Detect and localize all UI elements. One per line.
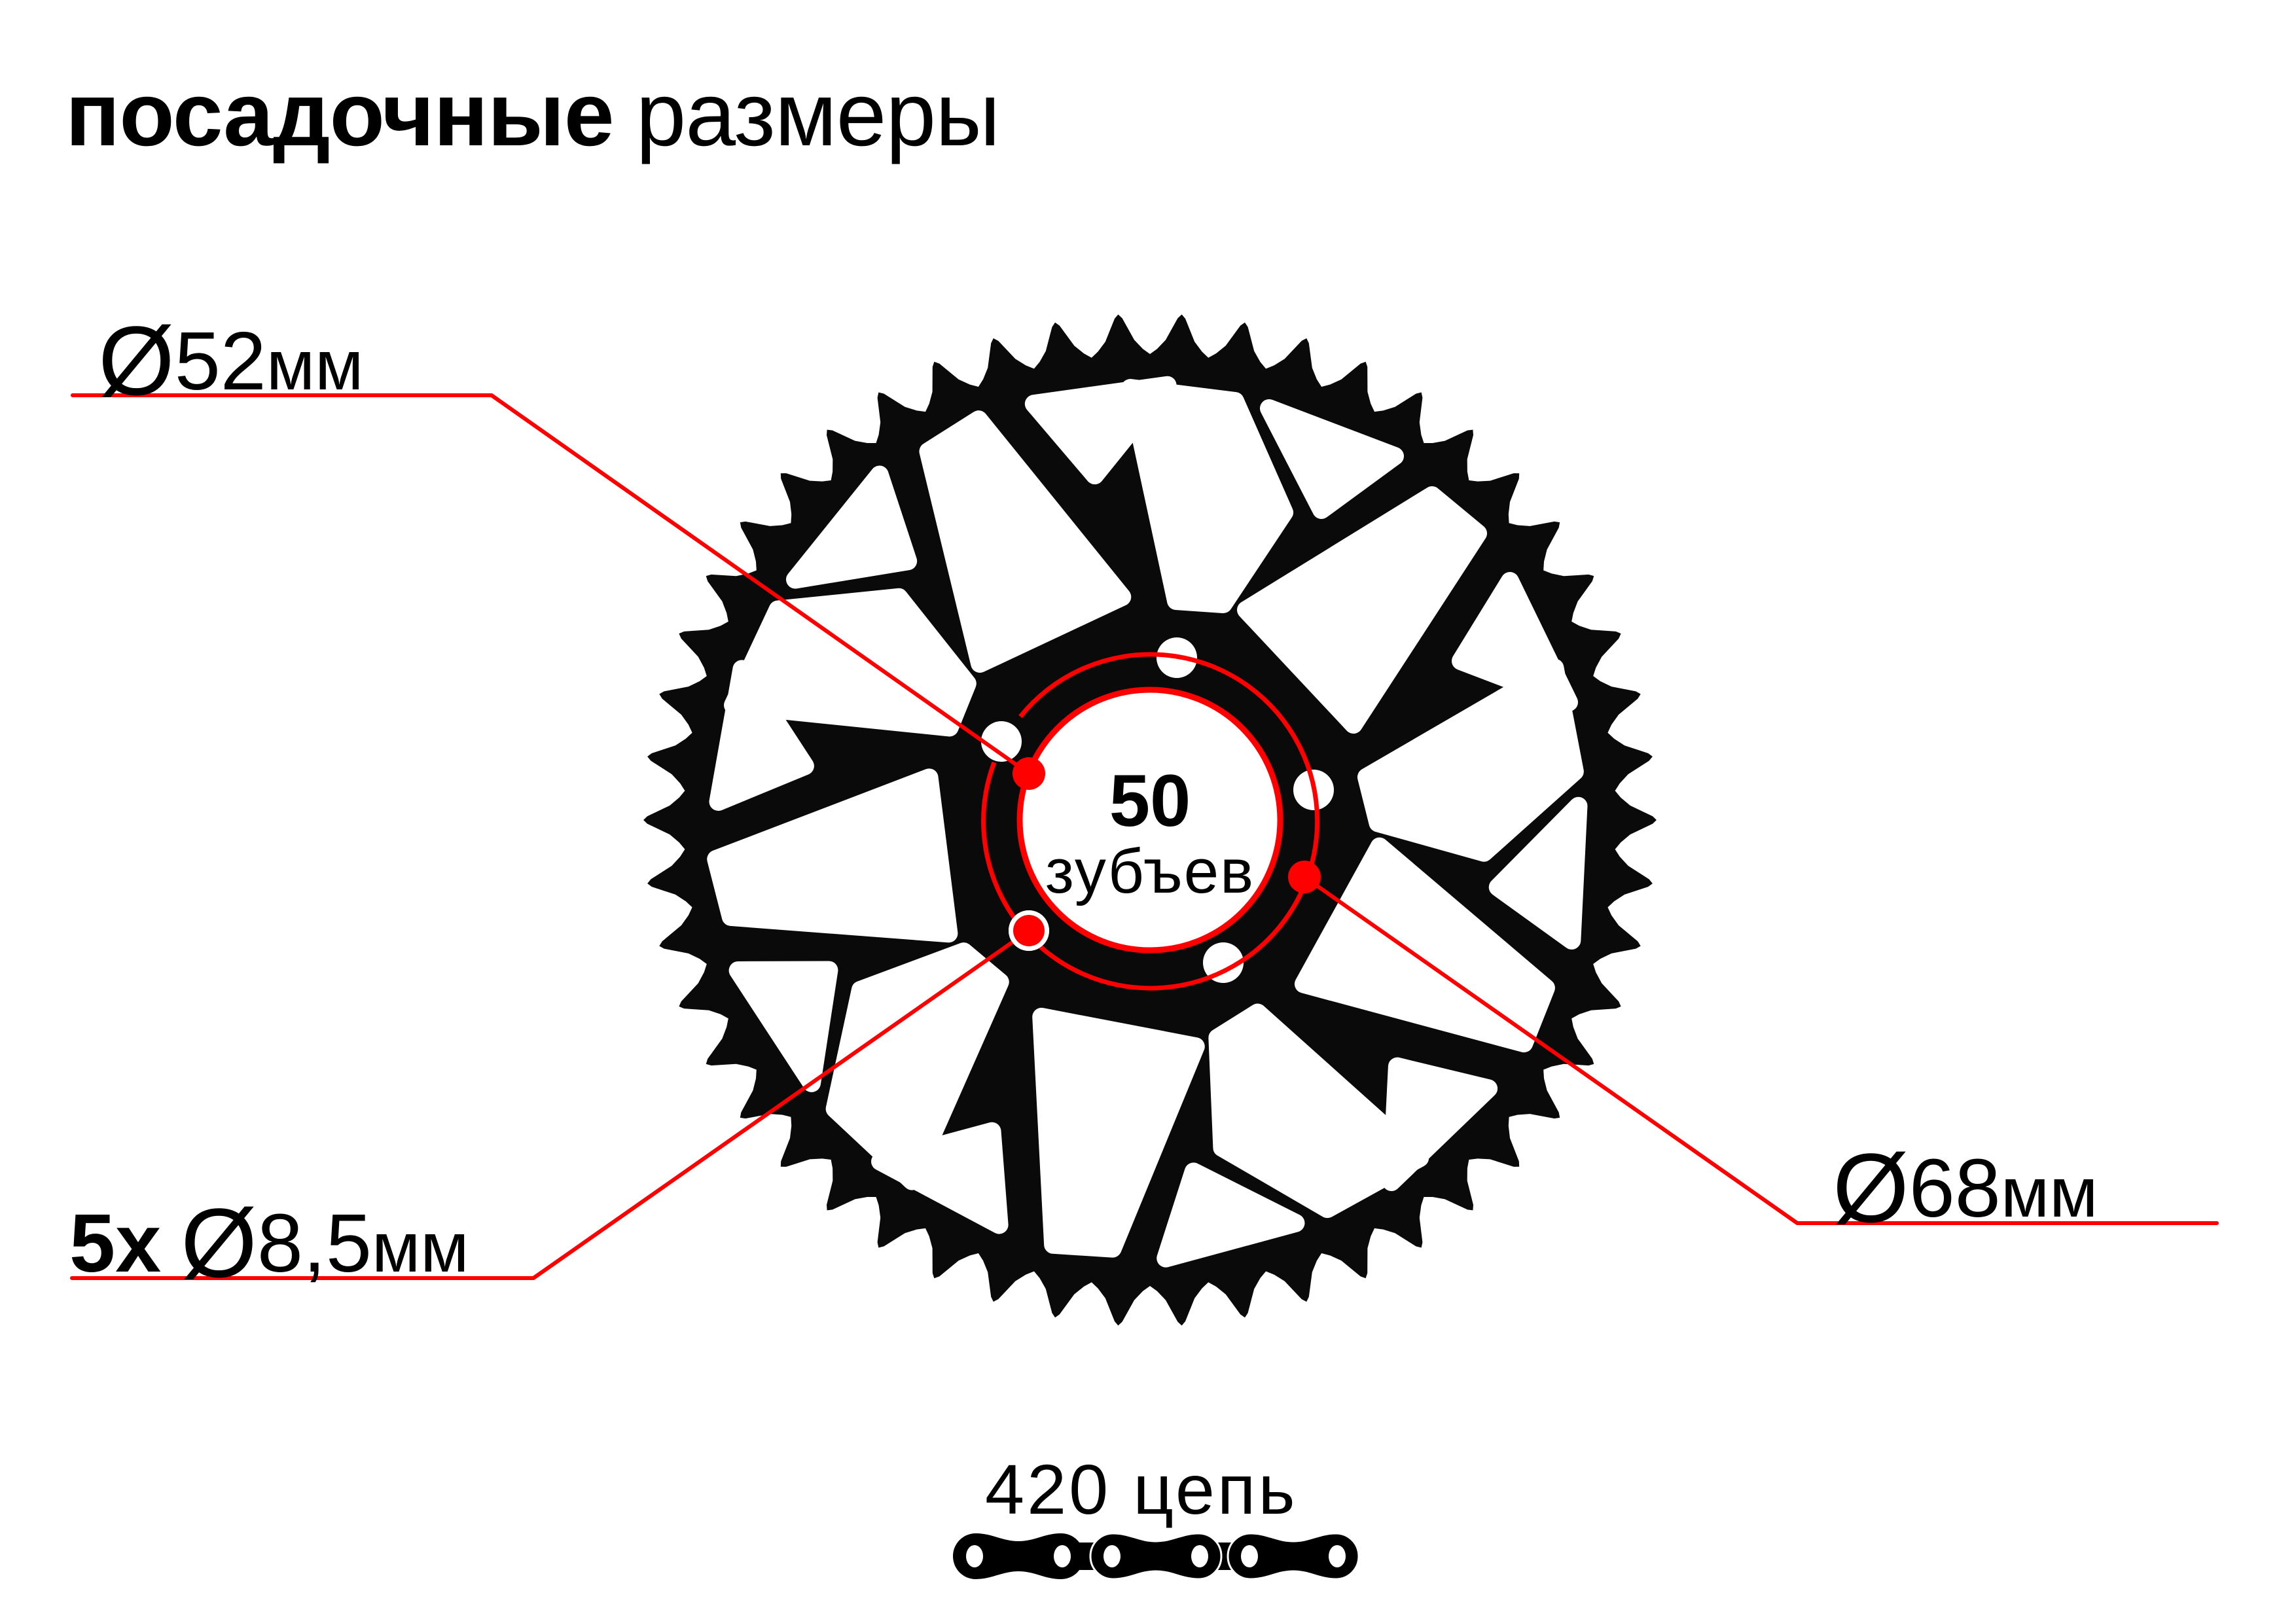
bolt-circle-arc — [981, 652, 1320, 991]
marker-dots — [1009, 757, 1321, 951]
bolt-hole-quantity: 5x — [69, 1197, 162, 1289]
leader-line-52 — [71, 393, 1031, 776]
marker-dot-85 — [1013, 915, 1045, 946]
teeth-count: 50 — [1109, 760, 1191, 842]
bolt-hole — [981, 721, 1022, 762]
leader-lines — [70, 393, 2219, 1280]
bore-diameter-label: Ø52мм — [98, 306, 364, 410]
marker-dot-68 — [1288, 861, 1321, 893]
bore-value: 52 — [174, 315, 266, 407]
bore-diameter-circle — [1016, 687, 1283, 954]
bolt-circle-value: 68 — [1909, 1142, 2001, 1234]
marker-dot-52 — [1013, 757, 1045, 790]
bolt-hole-value: 8,5 — [257, 1197, 372, 1289]
bore-unit: мм — [266, 325, 364, 404]
bolt-hole — [1203, 942, 1244, 983]
bolt-circle-label: Ø68мм — [1833, 1133, 2098, 1237]
chain-link — [1227, 1532, 1360, 1580]
teeth-word: зубъев — [1045, 836, 1255, 906]
chain-link — [1089, 1532, 1223, 1580]
sprocket — [557, 288, 1690, 1416]
title-bold: посадочные — [65, 64, 615, 165]
diameter-icon: Ø — [181, 1188, 257, 1298]
bore-hole — [1022, 692, 1278, 948]
chain-label: 420 цепь — [985, 1450, 1298, 1529]
bolt-circle-unit: мм — [2000, 1152, 2098, 1232]
leader-line-68 — [1302, 875, 2219, 1225]
chain-icon — [953, 1532, 1360, 1580]
diameter-icon: Ø — [98, 306, 175, 416]
title-light: размеры — [636, 64, 1001, 165]
chain-link — [953, 1533, 1084, 1579]
diameter-icon: Ø — [1833, 1133, 1909, 1243]
bolt-hole-unit: мм — [372, 1207, 469, 1287]
leader-line-85 — [70, 929, 1031, 1280]
